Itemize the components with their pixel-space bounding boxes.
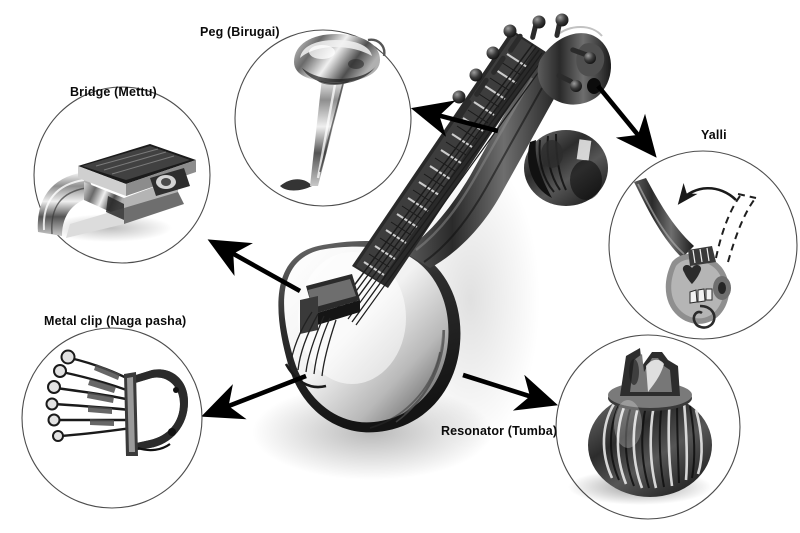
veena-bridge (300, 274, 360, 334)
tuning-peg-illustration (280, 34, 386, 191)
veena-headstock (537, 26, 612, 105)
veena-instrument (252, 13, 612, 480)
callout-yalli (608, 150, 798, 340)
veena-upper-gourd (524, 130, 608, 206)
label-yalli: Yalli (701, 128, 727, 142)
callout-bridge (33, 86, 211, 264)
veena-string-tails (289, 311, 337, 377)
callout-metal-clip (21, 327, 203, 509)
arrow-to-peg (410, 100, 499, 137)
rotation-arrow-icon (677, 183, 737, 205)
metal-clip-with-strings-illustration (45, 349, 188, 456)
veena-tuning-pegs (452, 13, 596, 119)
label-metal-clip: Metal clip (Naga pasha) (44, 314, 187, 328)
bridge-illustration (37, 144, 196, 242)
yalli-dragon-head-illustration (634, 178, 757, 329)
label-bridge: Bridge (Mettu) (70, 85, 157, 99)
label-resonator: Resonator (Tumba) (441, 424, 558, 438)
arrow-to-metal-clip (201, 373, 307, 420)
veena-neck (404, 55, 565, 268)
arrow-to-resonator (462, 372, 559, 411)
gourd-resonator-illustration (568, 348, 712, 505)
label-peg: Peg (Birugai) (200, 25, 280, 39)
callout-resonator (555, 334, 741, 520)
veena-strings (335, 43, 549, 326)
arrow-to-bridge (207, 239, 302, 294)
callout-arrows (201, 84, 657, 420)
arrow-to-yalli (596, 84, 657, 158)
callout-peg (234, 29, 412, 207)
